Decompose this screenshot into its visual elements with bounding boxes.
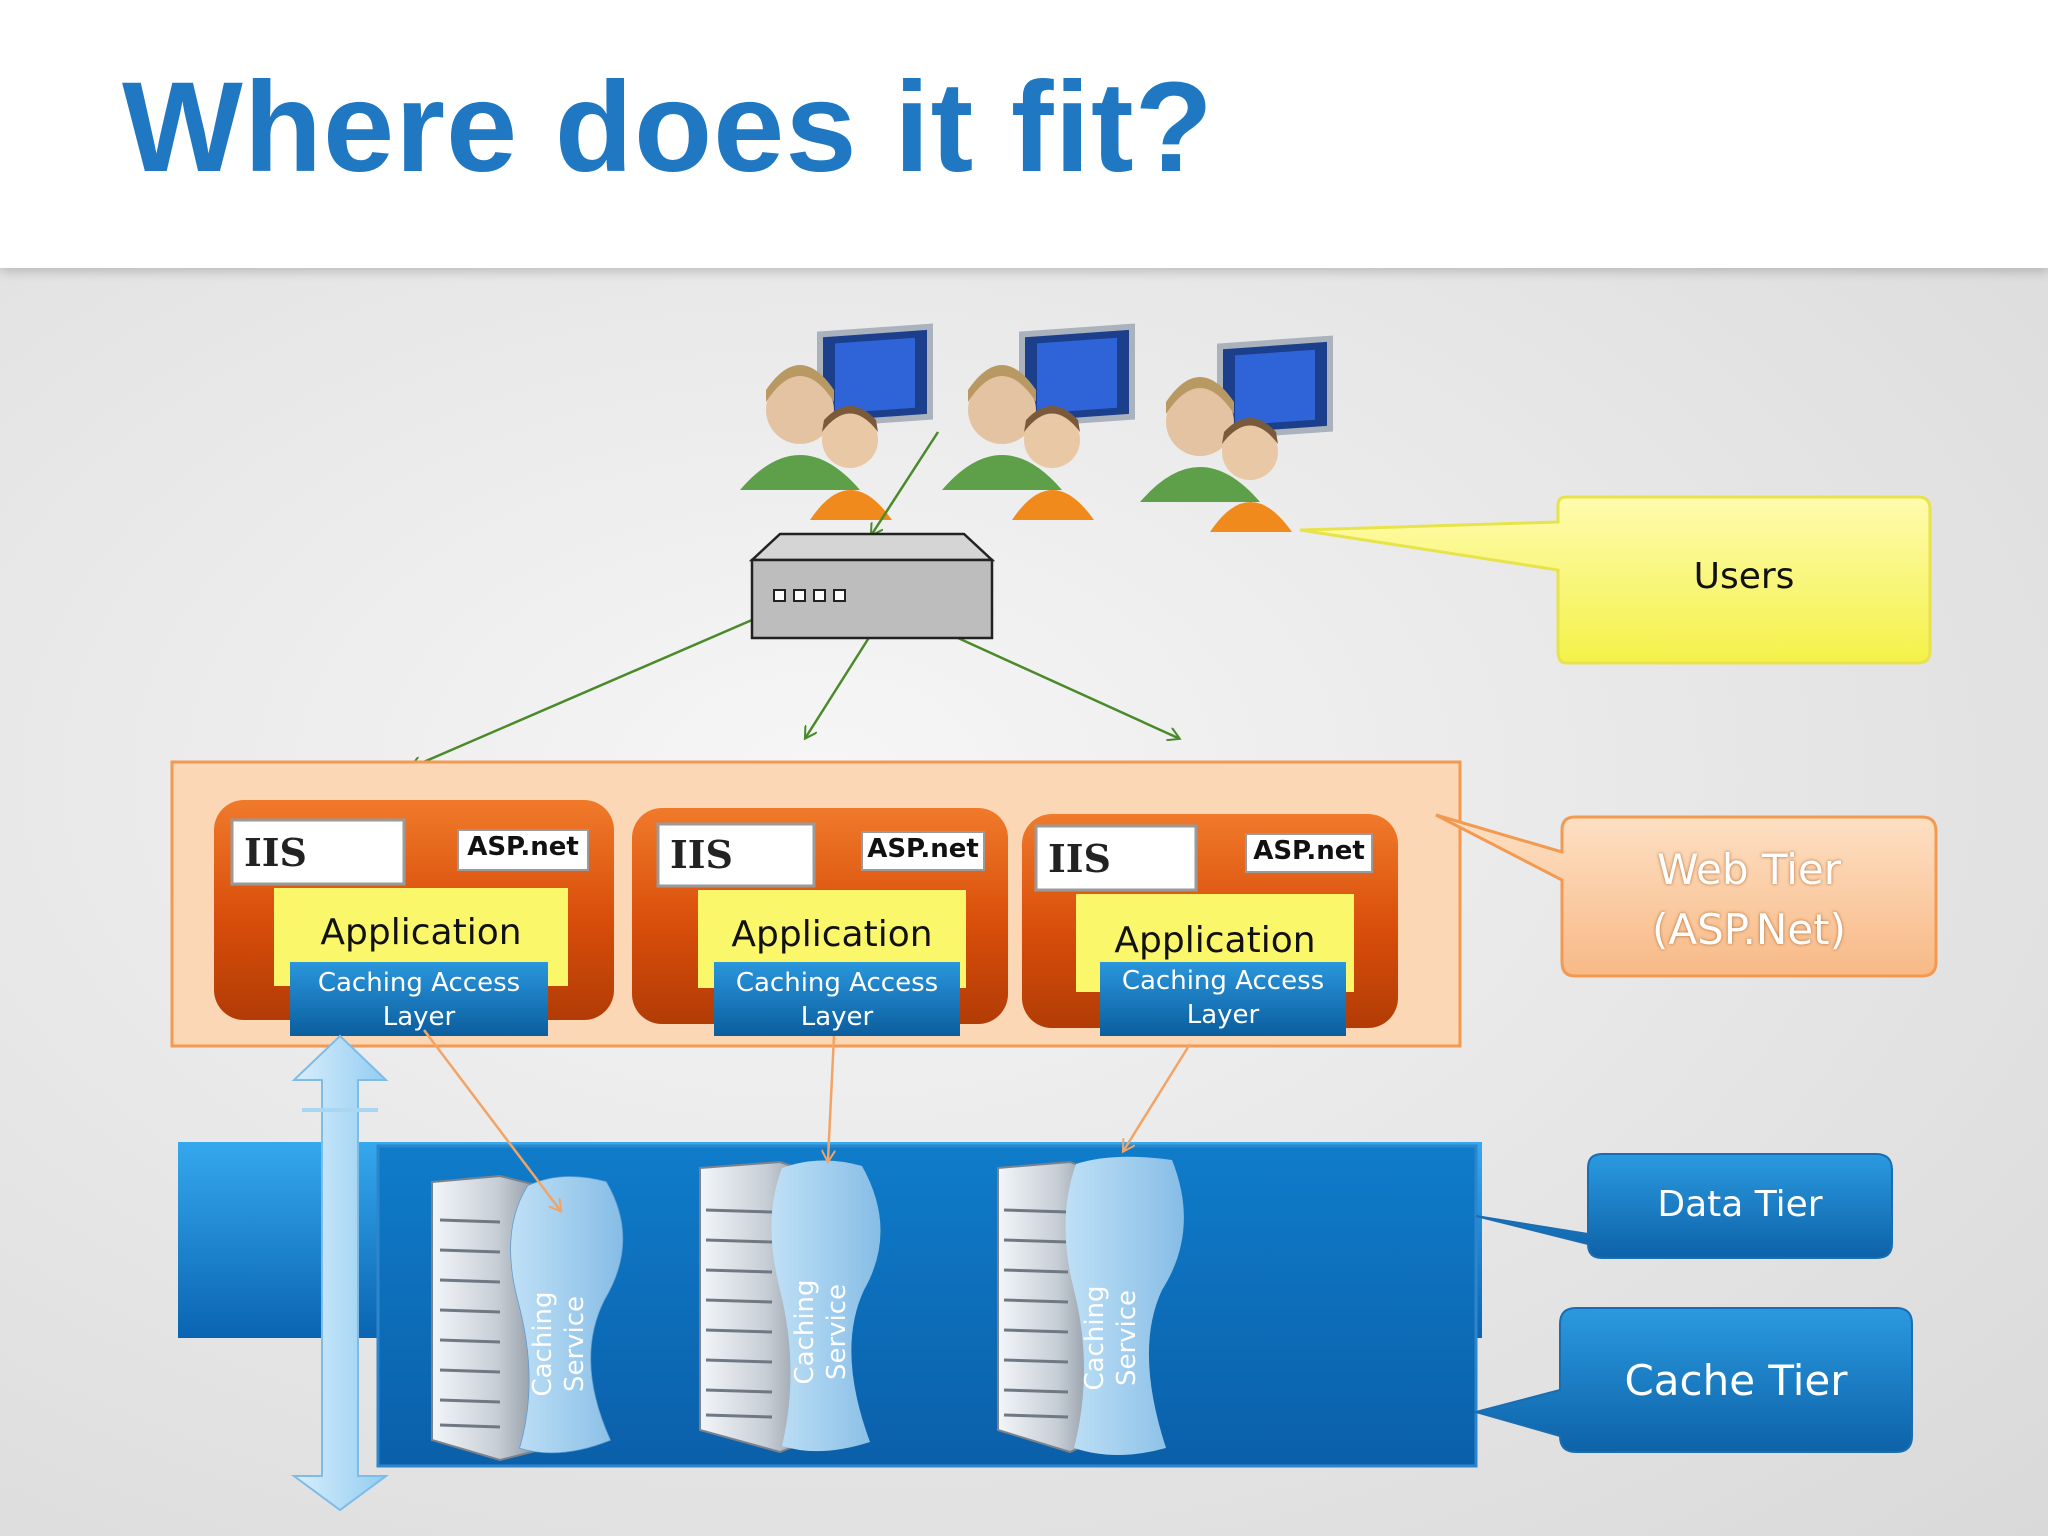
- aspnet-logo-1: ASP.net: [467, 832, 579, 862]
- caching-service-label-3: Caching Service: [1079, 1263, 1143, 1413]
- cache-tier-label: Cache Tier: [1624, 1356, 1848, 1405]
- cal-line1: Caching Access: [735, 968, 939, 998]
- cal3-to-cache-arrow: [1124, 1043, 1192, 1150]
- users-callout: [1299, 495, 1932, 665]
- caching-service-label-2: Caching Service: [789, 1257, 853, 1407]
- cs-line1: Caching: [790, 1279, 820, 1385]
- iis-logo-2: IIS: [670, 832, 733, 877]
- cache-server-3: [997, 1156, 1184, 1455]
- application-label-3: Application: [1114, 920, 1316, 961]
- cs-line2: Service: [560, 1295, 590, 1393]
- iis-logo-1: IIS: [244, 830, 307, 875]
- web-tier-line2: (ASP.Net): [1651, 905, 1847, 954]
- data-tier-label: Data Tier: [1657, 1184, 1823, 1225]
- cs-line1: Caching: [1080, 1285, 1110, 1391]
- cal-line1: Caching Access: [317, 968, 521, 998]
- double-arrow-icon: [290, 1034, 390, 1512]
- caching-access-layer-2: Caching Access Layer: [714, 966, 960, 1034]
- slide-title: Where does it fit?: [122, 56, 1214, 199]
- cs-line2: Service: [1112, 1289, 1142, 1387]
- cal-line2: Layer: [800, 1002, 874, 1032]
- web-server-card-2: [632, 808, 1008, 1036]
- cal-line1: Caching Access: [1121, 966, 1325, 996]
- lb-to-web1-arrow: [412, 618, 753, 767]
- web-tier-callout: [1435, 813, 1938, 978]
- cal1-to-cache-arrow: [423, 1029, 560, 1210]
- web-tier-line1: Web Tier: [1656, 845, 1842, 894]
- aspnet-logo-3: ASP.net: [1253, 836, 1365, 866]
- users-icon: [740, 323, 1333, 532]
- load-balancer-icon: [748, 532, 996, 640]
- caching-service-label-1: Caching Service: [527, 1269, 591, 1419]
- application-label-2: Application: [731, 914, 933, 955]
- cache-server-1: [431, 1174, 624, 1462]
- web-tier-label: Web Tier (ASP.Net): [1562, 840, 1936, 960]
- caching-access-layer-3: Caching Access Layer: [1100, 964, 1346, 1032]
- lb-to-web3-arrow: [957, 636, 1178, 738]
- slide-header: Where does it fit?: [0, 0, 2048, 268]
- users-label: Users: [1693, 556, 1795, 597]
- user-to-lb-arrow: [872, 431, 940, 534]
- cs-line1: Caching: [528, 1291, 558, 1397]
- cal2-to-cache-arrow: [828, 1035, 834, 1160]
- web-server-card-1: [214, 800, 614, 1036]
- caching-access-layer-1: Caching Access Layer: [290, 966, 548, 1034]
- cs-line2: Service: [822, 1283, 852, 1381]
- data-tier-callout: [1475, 1153, 1893, 1259]
- cache-server-2: [699, 1160, 881, 1454]
- cal-line2: Layer: [1186, 1000, 1260, 1030]
- iis-logo-3: IIS: [1048, 836, 1111, 881]
- cal-line2: Layer: [382, 1002, 456, 1032]
- aspnet-logo-2: ASP.net: [867, 834, 979, 864]
- cache-tier-callout: [1472, 1307, 1913, 1453]
- lb-to-web2-arrow: [806, 635, 872, 737]
- application-label-1: Application: [320, 912, 522, 953]
- web-server-card-3: [1022, 814, 1398, 1036]
